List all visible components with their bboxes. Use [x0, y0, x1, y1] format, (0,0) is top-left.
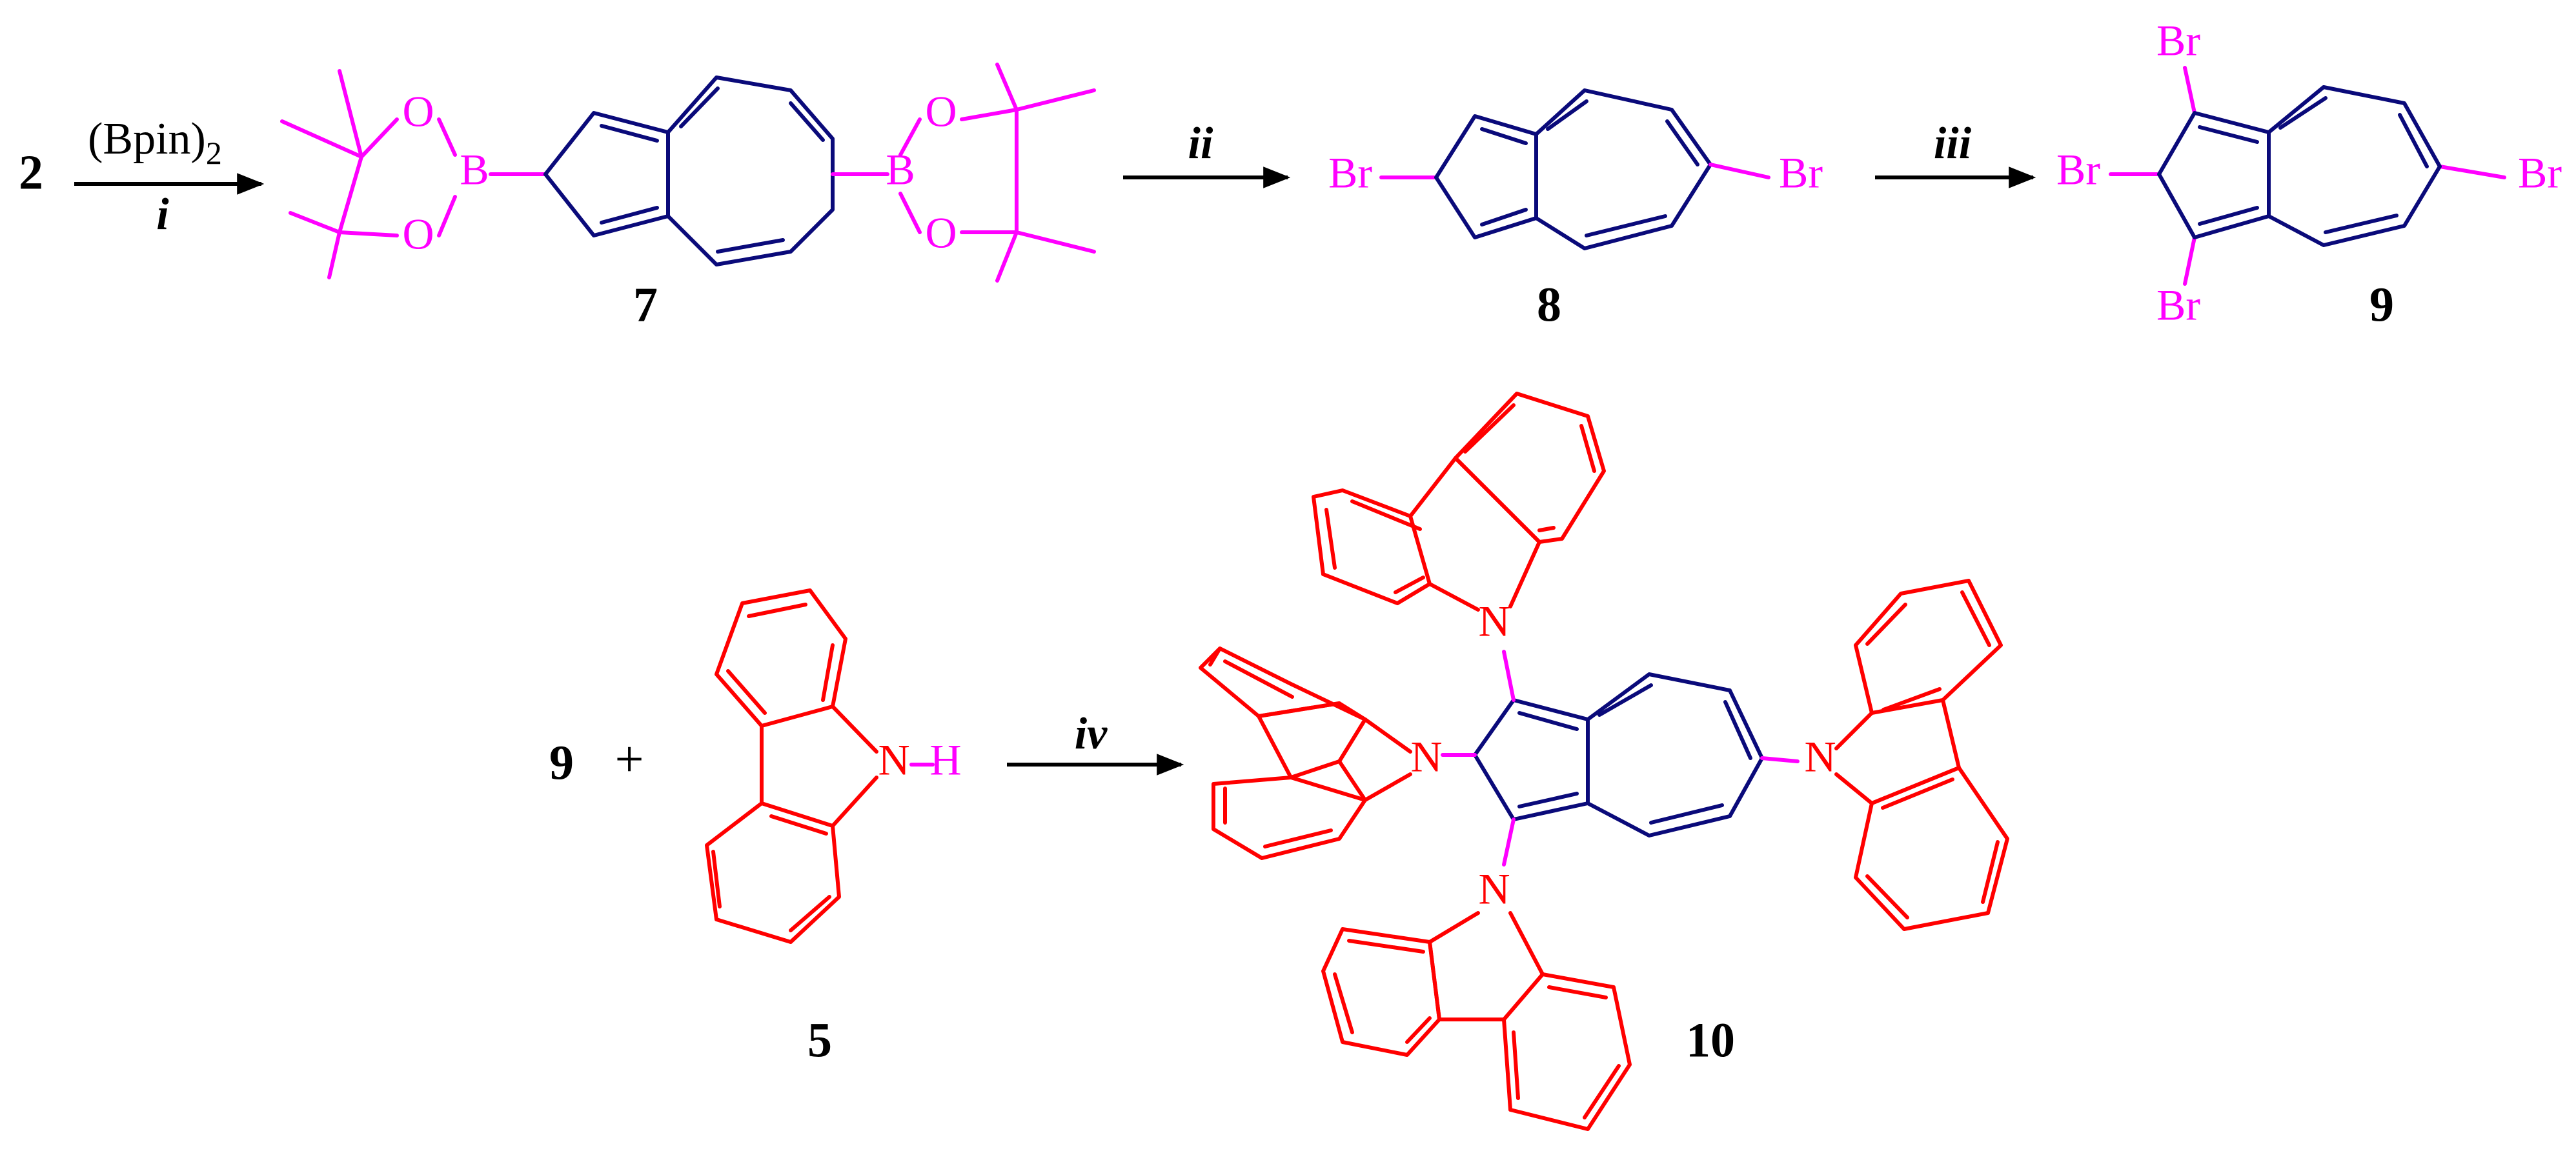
right-boronate-oxygen-bottom: O	[925, 208, 957, 257]
compound-9-bromine-right: Br	[2518, 148, 2562, 197]
compound-9-label: 9	[2369, 277, 2394, 332]
right-boronate-boron: B	[886, 145, 915, 194]
step-i-label: i	[156, 190, 169, 239]
reagent-bpin2: (Bpin)2	[88, 114, 222, 171]
compound-5-structure: N H	[705, 588, 962, 944]
carbazole-left	[1199, 647, 1412, 860]
compound-9-bromine-left: Br	[2056, 145, 2100, 194]
compound-9-reactant-label: 9	[549, 736, 574, 790]
azulene-core-7	[543, 75, 835, 266]
compound-10-nitrogen-right: N	[1804, 732, 1836, 781]
left-boronate-oxygen-bottom: O	[402, 210, 434, 259]
compound-10-structure: N N N N	[1199, 392, 2009, 1131]
compound-10-nitrogen-bottom: N	[1478, 865, 1510, 914]
compound-8-bromine-right: Br	[1779, 148, 1823, 197]
compound-9-structure: Br Br Br Br	[2056, 16, 2562, 330]
carbazole-right	[1834, 579, 2009, 931]
compound-7-structure: O B O B O O	[280, 63, 1096, 283]
carbazole-top	[1312, 392, 1606, 612]
compound-5-hydrogen: H	[929, 736, 961, 785]
carbazole-bottom	[1321, 911, 1632, 1131]
azulene-core-8	[1434, 88, 1712, 250]
arrow-step-i: (Bpin)2 i	[74, 114, 265, 239]
compound-8-structure: Br Br	[1328, 88, 1823, 250]
arrow-step-ii: ii	[1123, 119, 1291, 188]
step-iv-label: iv	[1075, 709, 1108, 759]
right-pinacol-boronate	[831, 63, 1096, 283]
left-boronate-boron: B	[460, 145, 489, 194]
azulene-core-10	[1473, 672, 1764, 837]
arrow-step-iii: iii	[1875, 119, 2036, 188]
compound-10-nitrogen-left: N	[1410, 732, 1442, 781]
plus-sign: +	[614, 731, 644, 788]
compound-10-nitrogen-top: N	[1478, 597, 1510, 646]
compound-8-label: 8	[1537, 277, 1561, 332]
left-boronate-oxygen-top: O	[402, 87, 434, 136]
compound-10-label: 10	[1686, 1013, 1735, 1067]
compound-7-label: 7	[633, 277, 658, 332]
step-ii-label: ii	[1188, 119, 1213, 168]
step-iii-label: iii	[1934, 119, 1972, 168]
arrow-step-iv: iv	[1007, 709, 1184, 776]
right-boronate-oxygen-top: O	[925, 87, 957, 136]
compound-8-bromine-left: Br	[1328, 148, 1372, 197]
compound-9-bromine-bottom: Br	[2156, 281, 2200, 330]
azulene-core-9	[2157, 85, 2442, 247]
compound-2-label: 2	[19, 145, 43, 199]
compound-5-label: 5	[807, 1013, 832, 1067]
compound-9-bromine-top: Br	[2156, 16, 2200, 65]
compound-5-nitrogen: N	[878, 736, 909, 785]
left-pinacol-boronate	[280, 69, 547, 279]
